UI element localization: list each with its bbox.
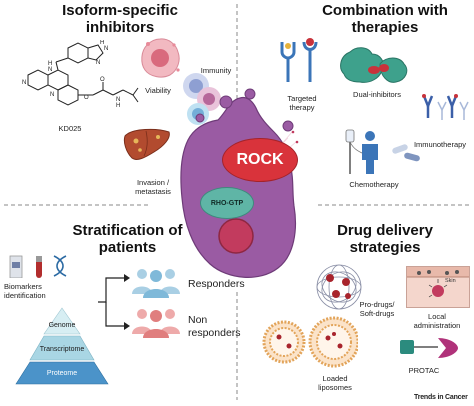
- label-local-administration: Local administration: [413, 312, 461, 330]
- label-immunotherapy: Immunotherapy: [413, 140, 467, 149]
- biomarkers-icons: [9, 255, 67, 278]
- pyramid-proteome: Proteome: [46, 370, 78, 377]
- non-responders-people-icon: [132, 309, 180, 338]
- pills-icon: [392, 144, 420, 162]
- svg-text:H: H: [116, 103, 120, 109]
- svg-text:N: N: [22, 80, 26, 86]
- svg-text:O: O: [84, 95, 89, 101]
- viability-cell-icon: [141, 38, 180, 78]
- svg-text:N: N: [116, 97, 120, 103]
- pyramid-transcriptome: Transcriptome: [39, 346, 85, 353]
- rock-ellipse: ROCK: [222, 138, 298, 182]
- liver-icon: [123, 128, 170, 160]
- kd025-structure-diagram: H N H N N N N O O N H: [22, 40, 139, 109]
- label-targeted-therapy: Targeted therapy: [287, 94, 317, 112]
- svg-text:O: O: [100, 77, 105, 83]
- footer-credit: Trends in Cancer: [414, 394, 468, 401]
- label-kd025: KD025: [58, 124, 82, 133]
- pyramid-genome: Genome: [48, 322, 76, 329]
- title-isoform-inhibitors: Isoform-specific inhibitors: [62, 2, 178, 36]
- svg-text:N: N: [50, 92, 54, 98]
- label-non-responders: Non responders: [188, 314, 241, 339]
- label-biomarkers: Biomarkers identification: [4, 282, 46, 300]
- protac-icon: [400, 338, 458, 358]
- svg-text:N: N: [104, 46, 108, 52]
- rock-label: ROCK: [236, 151, 284, 168]
- skin-label: Skin: [445, 278, 456, 284]
- label-responders: Responders: [188, 278, 245, 290]
- label-invasion-metastasis: Invasion / metastasis: [135, 178, 171, 196]
- label-prodrugs: Pro-drugs/ Soft-drugs: [359, 300, 395, 318]
- svg-text:H: H: [48, 61, 52, 67]
- chemotherapy-patient-icon: [345, 129, 378, 174]
- liposomes-icon: [262, 316, 358, 368]
- label-dual-inhibitors: Dual-inhibitors: [353, 90, 401, 99]
- rho-gtp-ellipse: RHO-GTP: [200, 187, 254, 219]
- prodrugs-nanoparticle-icon: [316, 264, 362, 310]
- skin-panel: Skin: [406, 266, 470, 308]
- title-stratification: Stratification of patients: [72, 222, 183, 256]
- label-protac: PROTAC: [408, 366, 440, 375]
- antibodies-icon: [422, 94, 469, 120]
- title-drug-delivery: Drug delivery strategies: [337, 222, 433, 256]
- svg-text:N: N: [48, 67, 52, 73]
- label-immunity: Immunity: [200, 66, 232, 75]
- label-viability: Viability: [145, 86, 171, 95]
- targeted-therapy-receptors-icon: [280, 38, 318, 82]
- omics-pyramid: Genome Transcriptome Proteome: [14, 304, 110, 386]
- stratification-arrows: [98, 274, 130, 330]
- label-chemotherapy: Chemotherapy: [349, 180, 399, 189]
- rho-gtp-label: RHO-GTP: [210, 199, 244, 207]
- label-loaded-liposomes: Loaded liposomes: [318, 374, 352, 392]
- svg-text:H: H: [100, 40, 104, 46]
- responders-people-icon: [132, 269, 180, 298]
- svg-text:N: N: [96, 60, 100, 66]
- dual-inhibitors-icon: [340, 47, 408, 83]
- title-combination-therapies: Combination with therapies: [322, 2, 448, 36]
